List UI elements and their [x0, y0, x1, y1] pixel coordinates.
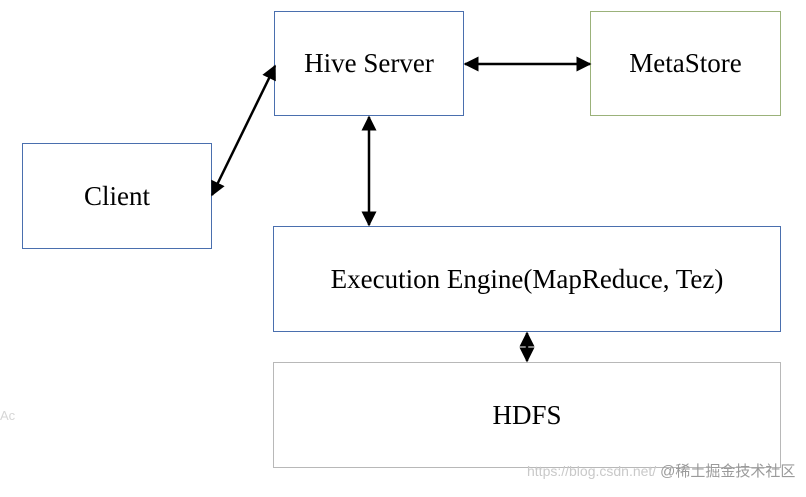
metastore-node: MetaStore: [590, 11, 781, 116]
client-node: Client: [22, 143, 212, 249]
metastore-label: MetaStore: [629, 48, 742, 78]
hdfs-label: HDFS: [492, 399, 562, 430]
hive-server-node: Hive Server: [274, 11, 464, 116]
watermark-brand: @稀土掘金技术社区: [660, 463, 796, 480]
watermark-url: https://blog.csdn.net/: [527, 463, 657, 479]
watermark: https://blog.csdn.net/ @稀土掘金技术社区: [527, 460, 795, 481]
execution-engine-label: Execution Engine(MapReduce, Tez): [330, 263, 724, 294]
hive-server-label: Hive Server: [304, 48, 434, 78]
edge-text: Ac: [0, 408, 16, 423]
arrow-client-hive: [210, 64, 277, 197]
client-label: Client: [84, 180, 150, 211]
execution-engine-node: Execution Engine(MapReduce, Tez): [273, 226, 781, 332]
hdfs-node: HDFS: [273, 362, 781, 468]
